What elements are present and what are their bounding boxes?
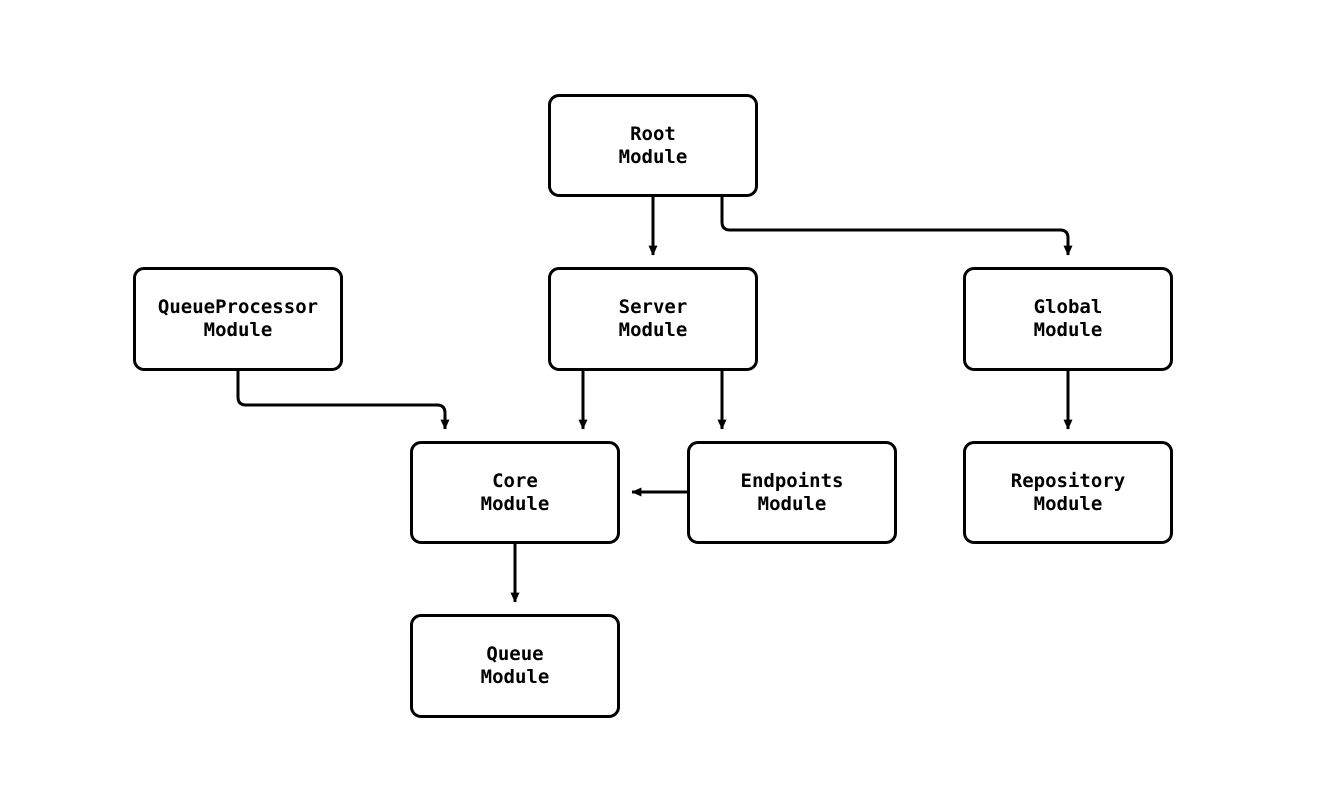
node-server-module[interactable]: Server Module [548, 267, 758, 371]
node-queue-module[interactable]: Queue Module [410, 614, 620, 718]
node-server-module-line2: Module [618, 319, 688, 341]
node-root-module[interactable]: Root Module [548, 94, 758, 197]
node-core-module-line2: Module [480, 492, 550, 515]
node-global-module-line1: Global [1033, 296, 1103, 318]
edge-queueprocessor-to-core [236, 371, 450, 430]
node-queueprocessor-module-line1: QueueProcessor [157, 296, 319, 318]
node-root-module-line1: Root [630, 122, 676, 145]
node-queueprocessor-module-line2: Module [203, 319, 273, 341]
node-server-module-line1: Server [618, 296, 688, 318]
node-root-module-line2: Module [618, 145, 688, 168]
node-queue-module-line2: Module [480, 666, 550, 688]
node-queue-module-line1: Queue [486, 643, 544, 665]
node-endpoints-module-line2: Module [757, 492, 827, 515]
node-endpoints-module-line1: Endpoints [740, 469, 844, 492]
node-global-module[interactable]: Global Module [963, 267, 1173, 371]
node-global-module-line2: Module [1033, 319, 1103, 341]
node-repository-module-line1: Repository [1010, 469, 1126, 492]
edge-root-to-global [720, 197, 1073, 256]
node-repository-module[interactable]: Repository Module [963, 441, 1173, 544]
node-endpoints-module[interactable]: Endpoints Module [687, 441, 897, 544]
node-queueprocessor-module[interactable]: QueueProcessor Module [133, 267, 343, 371]
node-repository-module-line2: Module [1033, 492, 1103, 515]
node-core-module[interactable]: Core Module [410, 441, 620, 544]
node-core-module-line1: Core [492, 469, 538, 492]
